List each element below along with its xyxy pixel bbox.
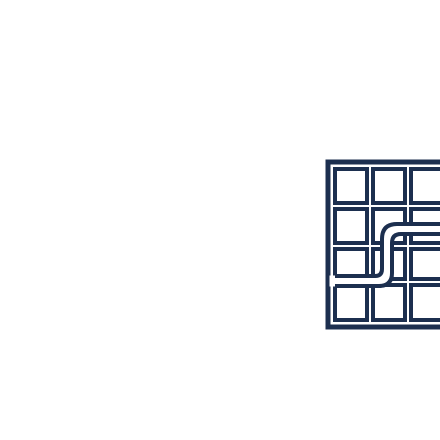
grid-path-line [329,223,440,287]
grid-path-svg [325,159,440,330]
grid-cell [371,283,407,322]
grid-path-outline-top [335,222,440,278]
grid-path-outline-bottom [335,232,440,288]
grid-path-puzzle-icon[interactable] [325,159,440,330]
grid-cell [409,247,440,281]
grid-cell [371,167,407,205]
grid-cell [333,207,369,245]
grid-cell [333,283,369,322]
grid-cell [409,167,440,205]
grid-cell [333,167,369,205]
grid-cell [409,283,440,322]
